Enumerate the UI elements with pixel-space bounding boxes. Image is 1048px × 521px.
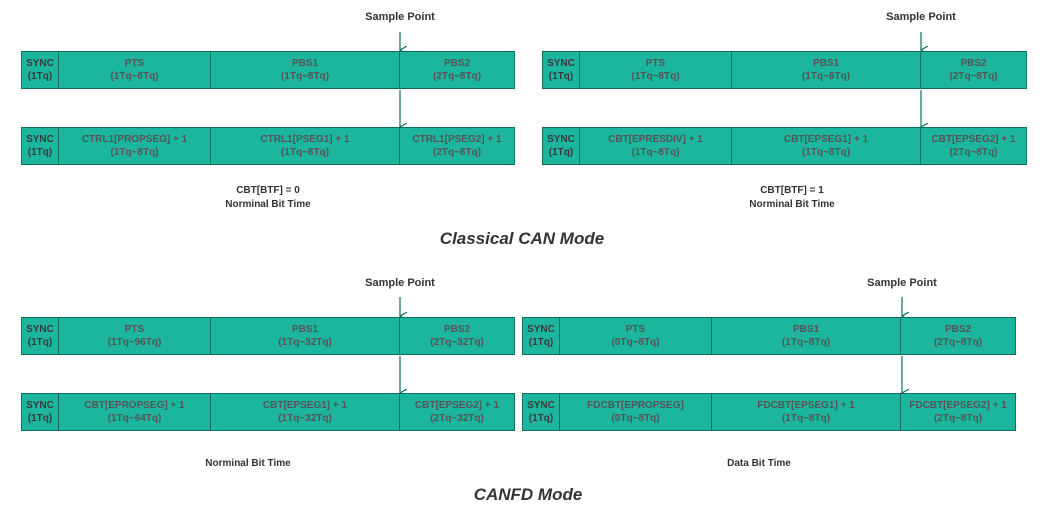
segment-pbs2: PBS2(2Tq~8Tq): [921, 51, 1027, 89]
segment-sync: SYNC(1Tq): [21, 51, 59, 89]
bit-time-caption: Norminal Bit Time: [205, 458, 291, 469]
segment-pts: PTS(0Tq~8Tq): [560, 317, 712, 355]
segment-fd-epseg1: FDCBT[EPSEG1] + 1(1Tq~8Tq): [712, 393, 901, 431]
bit-timing-bar-bottom: SYNC(1Tq) CBT[EPRESDIV] + 1(1Tq~8Tq) CBT…: [542, 127, 1027, 165]
segment-sync: SYNC(1Tq): [522, 317, 560, 355]
sample-point-label: Sample Point: [886, 11, 956, 23]
bit-timing-bar-top: SYNC(1Tq) PTS(0Tq~8Tq) PBS1(1Tq~8Tq) PBS…: [522, 317, 1016, 355]
segment-epresdiv: CBT[EPRESDIV] + 1(1Tq~8Tq): [580, 127, 732, 165]
sample-point-label: Sample Point: [867, 277, 937, 289]
segment-pbs2: PBS2(2Tq~8Tq): [400, 51, 515, 89]
bit-timing-bar-bottom: SYNC(1Tq) CBT[EPROPSEG] + 1(1Tq~64Tq) CB…: [21, 393, 515, 431]
segment-pbs2: PBS2(2Tq~32Tq): [400, 317, 515, 355]
bit-time-caption: Data Bit Time: [727, 458, 791, 469]
segment-pbs1: PBS1(1Tq~8Tq): [712, 317, 901, 355]
segment-pbs1: PBS1(1Tq~8Tq): [732, 51, 921, 89]
segment-sync: SYNC(1Tq): [522, 393, 560, 431]
segment-pts: PTS(1Tq~8Tq): [59, 51, 211, 89]
segment-pts: PTS(1Tq~96Tq): [59, 317, 211, 355]
bit-timing-bar-top: SYNC(1Tq) PTS(1Tq~8Tq) PBS1(1Tq~8Tq) PBS…: [542, 51, 1027, 89]
mode-title-canfd: CANFD Mode: [473, 485, 583, 504]
segment-fd-epseg2: FDCBT[EPSEG2] + 1(2Tq~8Tq): [901, 393, 1016, 431]
bit-time-caption: CBT[BTF] = 0 Norminal Bit Time: [225, 185, 311, 210]
segment-epseg2: CBT[EPSEG2] + 1(2Tq~32Tq): [400, 393, 515, 431]
bit-timing-bar-top: SYNC(1Tq) PTS(1Tq~96Tq) PBS1(1Tq~32Tq) P…: [21, 317, 515, 355]
segment-pseg1: CTRL1[PSEG1] + 1(1Tq~8Tq): [211, 127, 400, 165]
bit-timing-bar-bottom: SYNC(1Tq) CTRL1[PROPSEG] + 1(1Tq~8Tq) CT…: [21, 127, 515, 165]
bit-timing-bar-top: SYNC(1Tq) PTS(1Tq~8Tq) PBS1(1Tq~8Tq) PBS…: [21, 51, 515, 89]
sample-point-label: Sample Point: [365, 277, 435, 289]
segment-pseg2: CTRL1[PSEG2] + 1(2Tq~8Tq): [400, 127, 515, 165]
segment-fd-epropseg: FDCBT[EPROPSEG](0Tq~8Tq): [560, 393, 712, 431]
segment-sync: SYNC(1Tq): [542, 51, 580, 89]
segment-sync: SYNC(1Tq): [21, 127, 59, 165]
segment-epseg1: CBT[EPSEG1] + 1(1Tq~32Tq): [211, 393, 400, 431]
bit-timing-bar-bottom: SYNC(1Tq) FDCBT[EPROPSEG](0Tq~8Tq) FDCBT…: [522, 393, 1016, 431]
mode-title-classical: Classical CAN Mode: [439, 229, 605, 248]
segment-pts: PTS(1Tq~8Tq): [580, 51, 732, 89]
sample-point-label: Sample Point: [365, 11, 435, 23]
segment-epseg2: CBT[EPSEG2] + 1(2Tq~8Tq): [921, 127, 1027, 165]
segment-sync: SYNC(1Tq): [21, 393, 59, 431]
segment-pbs2: PBS2(2Tq~8Tq): [901, 317, 1016, 355]
bit-time-caption: CBT[BTF] = 1 Norminal Bit Time: [749, 185, 835, 210]
segment-propseg: CTRL1[PROPSEG] + 1(1Tq~8Tq): [59, 127, 211, 165]
segment-sync: SYNC(1Tq): [542, 127, 580, 165]
segment-pbs1: PBS1(1Tq~8Tq): [211, 51, 400, 89]
segment-epropseg: CBT[EPROPSEG] + 1(1Tq~64Tq): [59, 393, 211, 431]
segment-sync: SYNC(1Tq): [21, 317, 59, 355]
segment-pbs1: PBS1(1Tq~32Tq): [211, 317, 400, 355]
segment-epseg1: CBT[EPSEG1] + 1(1Tq~8Tq): [732, 127, 921, 165]
